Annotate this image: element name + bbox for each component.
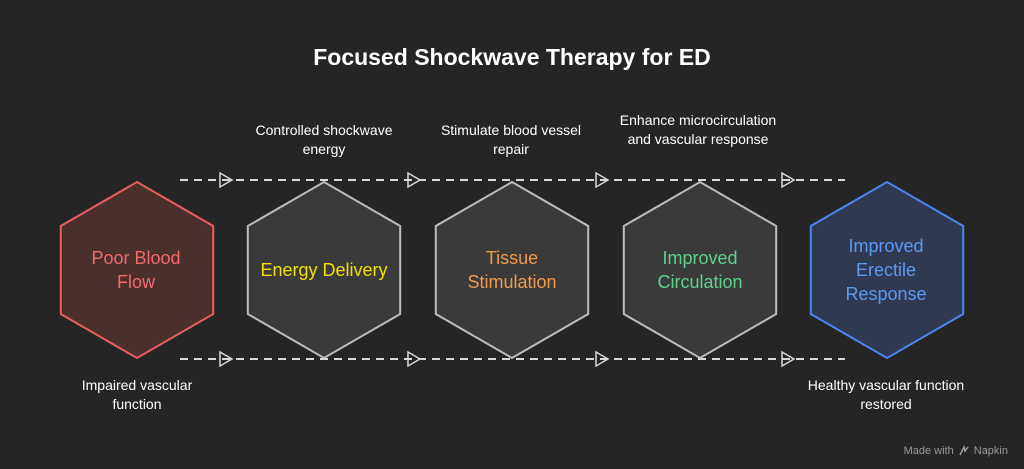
top-label-controlled-shockwave: Controlled shockwave energy [255,122,393,157]
step-label-improved-erectile-response: Improved Erectile Response [845,236,927,304]
top-arrow-2 [407,171,422,189]
napkin-logo-icon [959,445,969,456]
hexagon-tissue-stimulation [434,180,590,360]
bottom-label-healthy-function: Healthy vascular function restored [807,377,965,412]
top-label-enhance-microcirculation: Enhance microcirculation and vascular re… [619,112,777,147]
hexagon-improved-erectile-response [809,180,965,360]
bottom-label-impaired-function: Impaired vascular function [81,377,193,412]
bottom-arrow-1 [219,350,234,368]
hexagon-improved-circulation [622,180,778,360]
step-label-tissue-stimulation: Tissue Stimulation [467,248,557,292]
top-arrow-4 [781,171,796,189]
footer-attribution: Made with Napkin [904,445,1008,457]
step-label-poor-blood-flow: Poor Blood Flow [91,248,181,292]
bottom-arrow-2 [407,350,422,368]
step-label-improved-circulation: Improved Circulation [657,248,743,292]
hexagon-energy-delivery [246,180,402,360]
footer-made-with: Made with [903,445,954,457]
bottom-arrow-3 [595,350,610,368]
top-label-stimulate-repair: Stimulate blood vessel repair [440,122,582,157]
diagram-title: Focused Shockwave Therapy for ED [313,44,711,70]
bottom-arrow-4 [781,350,796,368]
footer-brand: Napkin [973,445,1008,457]
step-label-energy-delivery: Energy Delivery [260,260,388,280]
top-arrow-1 [219,171,234,189]
hexagon-poor-blood-flow [59,180,215,360]
top-arrow-3 [595,171,610,189]
